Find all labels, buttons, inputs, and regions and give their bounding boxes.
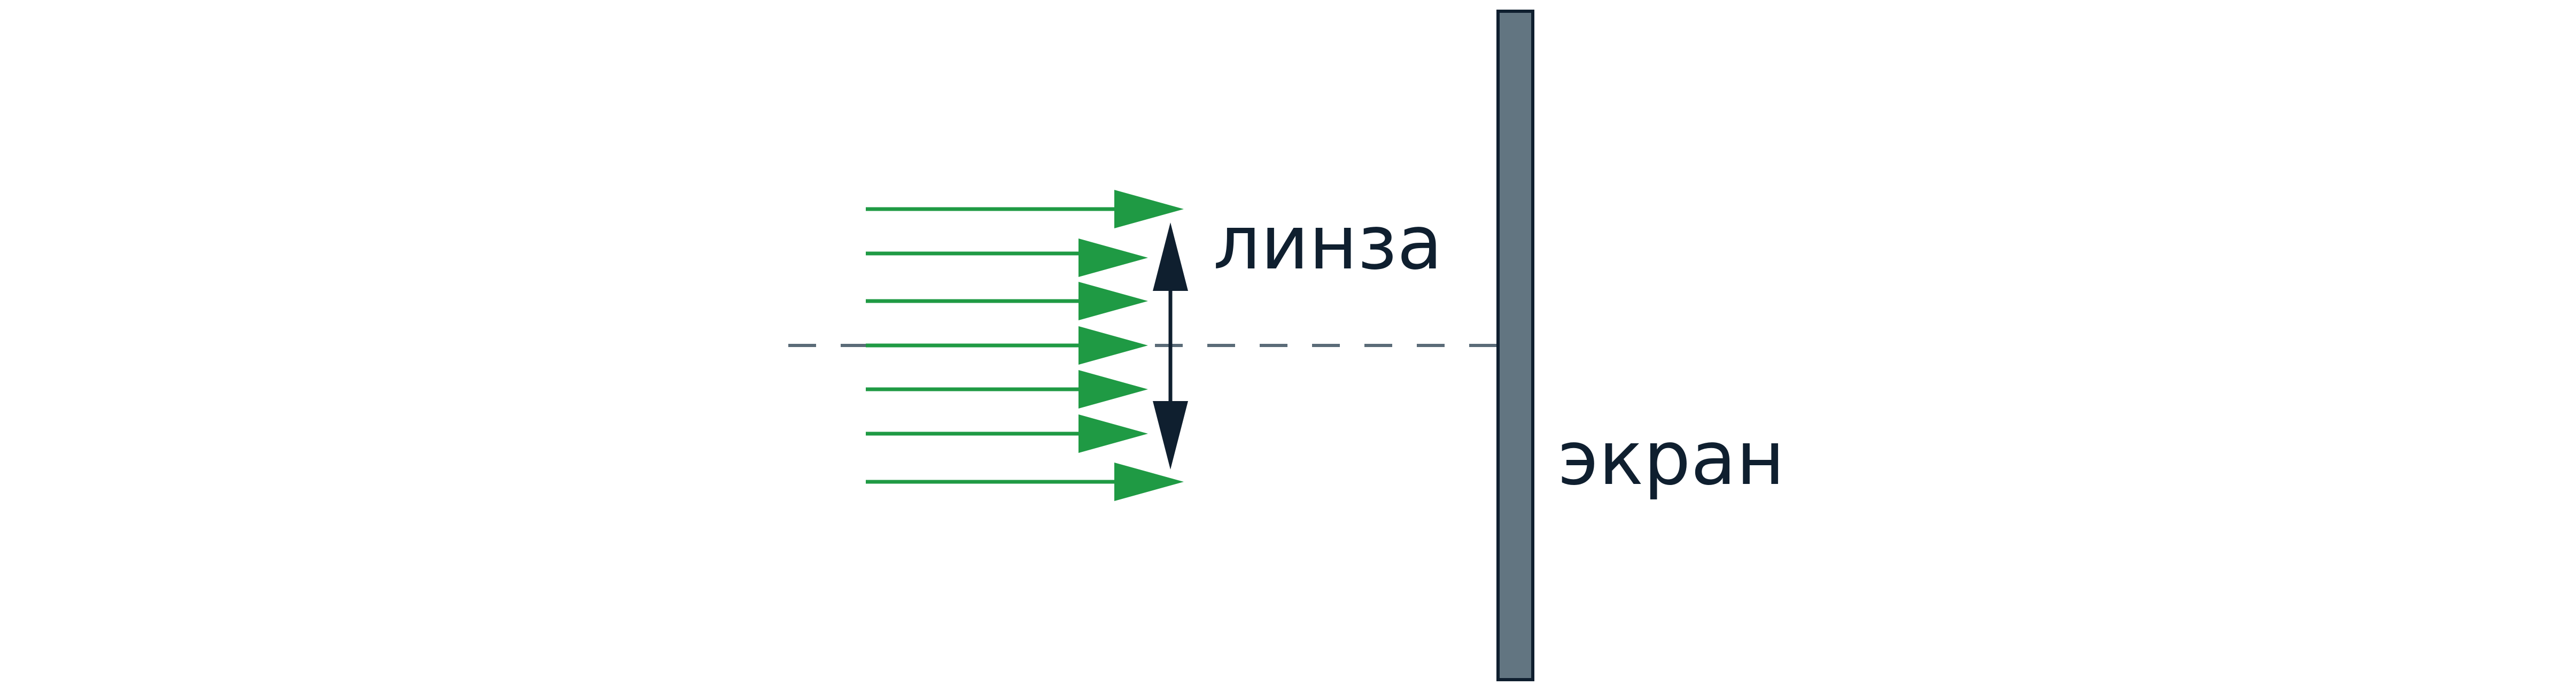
lens-top-arrowhead-icon (1153, 222, 1188, 291)
ray-3-arrowhead (1078, 282, 1148, 320)
ray-2-arrowhead (1078, 238, 1148, 277)
screen-label: экран (1558, 415, 1785, 502)
lens-bottom-arrowhead-icon (1153, 401, 1188, 470)
ray-4-arrowhead (1078, 326, 1148, 365)
incident-rays (866, 190, 1184, 501)
ray-5-arrowhead (1078, 370, 1148, 409)
converging-lens (1153, 222, 1188, 470)
ray-7-arrowhead (1114, 463, 1184, 501)
lens-label: линза (1213, 199, 1442, 286)
ray-6-arrowhead (1078, 414, 1148, 453)
screen (1496, 10, 1534, 681)
ray-1-arrowhead (1114, 190, 1184, 228)
